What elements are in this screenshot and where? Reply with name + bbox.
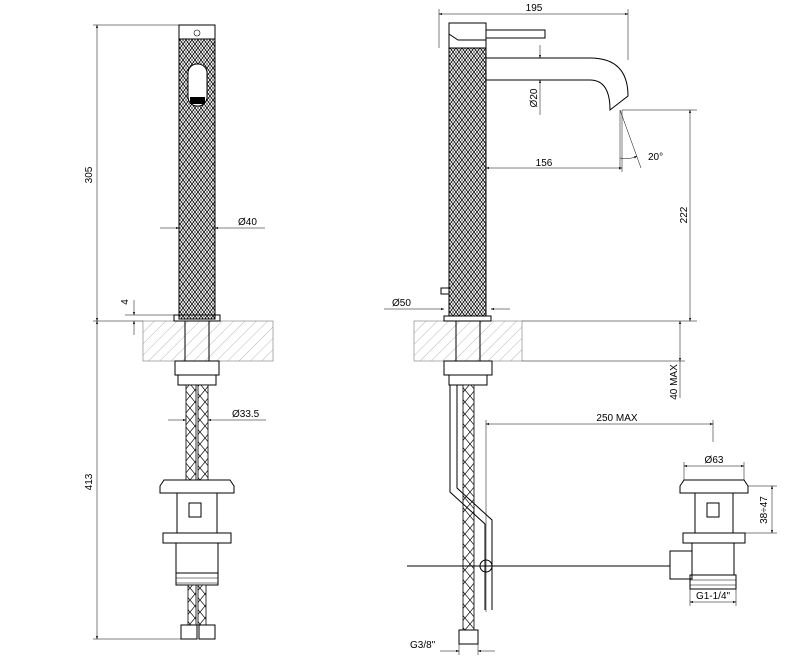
dim-hose-diameter: Ø33.5 [232,409,260,420]
dim-spout-reach: 156 [536,158,553,169]
front-waste-body [176,492,218,534]
side-nut-washer [448,374,488,386]
front-cap-hole [193,29,201,37]
side-waste-connector [669,550,693,580]
front-handle-cap [178,24,216,40]
front-waste-window [188,502,202,518]
front-outlet-aerator [190,97,205,104]
dim-waste-diameter: Ø63 [705,455,724,466]
front-waste-thread [176,572,218,584]
side-fixing-nut [443,360,493,376]
front-view: 305 413 4 Ø40 Ø33.5 [84,24,274,640]
front-hose-fitting-right [198,624,216,640]
front-hose-end-left [187,584,197,626]
side-hose-fitting [458,629,479,645]
dim-waste-reach: 250 MAX [596,413,637,424]
front-waste-tail [175,542,219,574]
side-handle-bevel [448,33,486,41]
front-hose-end-right [197,584,207,626]
dim-spout-height: 222 [679,206,690,223]
dim-base-diameter: Ø50 [392,298,411,309]
dim-height-above-counter: 305 [84,166,95,183]
dim-counter-gap: 4 [120,299,131,305]
side-knurled-body [448,47,487,317]
dim-total-width: 195 [526,3,543,14]
side-waste-window [706,502,720,518]
side-waste-thread [689,574,737,590]
side-waste-body [694,492,734,534]
front-waste-cap [159,479,235,494]
dim-inlet-thread: G3/8" [410,640,436,651]
side-hose [462,384,475,631]
front-hose-right [197,384,209,481]
dim-spout-diameter: Ø20 [529,88,540,107]
dim-spout-angle: 20° [648,152,663,163]
side-pin [440,287,450,295]
front-fixing-nut [174,360,220,376]
side-countertop [413,320,523,362]
side-base-flange [443,315,492,322]
dim-body-diameter: Ø40 [238,217,257,228]
side-spout [485,57,629,112]
front-outlet-slot [187,63,208,107]
side-waste-cap [679,479,749,494]
side-view: 195 Ø20 156 20° 222 40 MAX Ø50 250 [384,3,777,655]
side-waste-tail [691,542,735,576]
front-waste-flange [162,532,232,544]
front-nut-washer [177,374,217,386]
front-hose-left [185,384,197,481]
front-countertop [142,320,274,362]
front-waste-thread-outline [175,572,219,586]
dim-counter-thickness: 40 MAX [669,364,680,400]
side-lever [486,29,546,39]
dim-waste-thread: G1-1/4" [696,591,731,602]
side-handle-cap [448,22,487,49]
dim-waste-height: 38÷47 [759,496,770,524]
front-hose-fitting-left [180,624,198,640]
side-waste-flange [682,532,746,544]
dim-height-below-counter: 413 [84,473,95,490]
